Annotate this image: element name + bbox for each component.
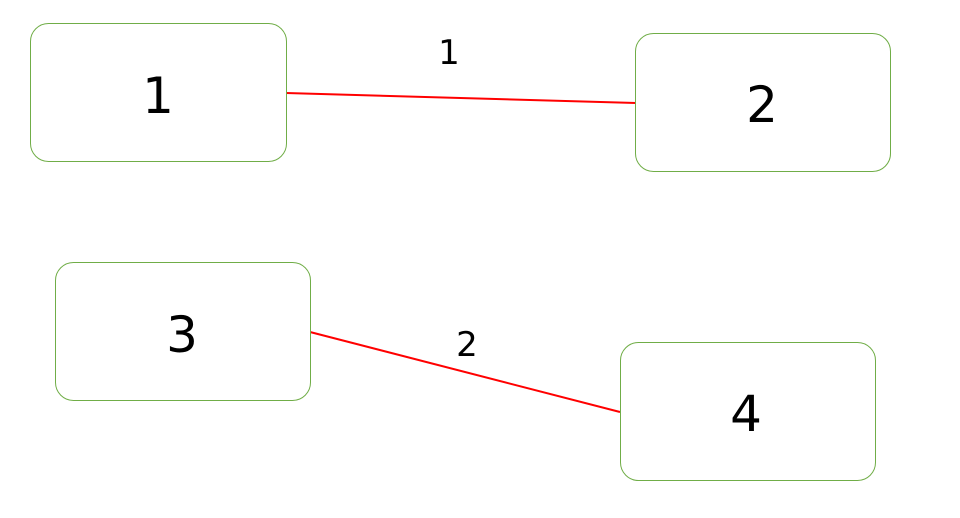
node-1[interactable]: 1 xyxy=(30,23,287,162)
node-3[interactable]: 3 xyxy=(55,262,311,401)
node-4[interactable]: 4 xyxy=(620,342,876,481)
edge-label-2: 2 xyxy=(456,325,478,365)
node-4-label: 4 xyxy=(730,385,762,443)
node-3-label: 3 xyxy=(166,306,198,364)
node-2-label: 2 xyxy=(746,76,778,134)
edge-3-4[interactable] xyxy=(309,331,621,413)
edge-1-2[interactable] xyxy=(285,92,637,104)
node-1-label: 1 xyxy=(142,67,174,125)
node-3-box xyxy=(55,262,311,401)
node-2[interactable]: 2 xyxy=(635,33,891,172)
node-2-box xyxy=(635,33,891,172)
node-4-box xyxy=(620,342,876,481)
node-1-box xyxy=(30,23,287,162)
edge-label-1: 1 xyxy=(438,33,460,73)
